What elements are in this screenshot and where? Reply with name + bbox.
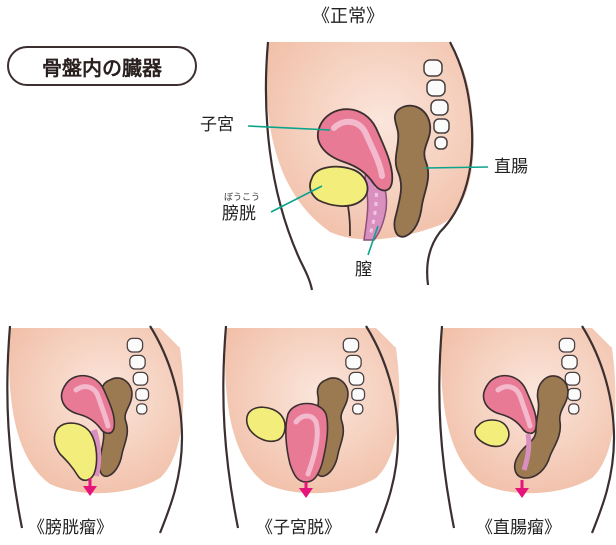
bladder-ruby: ぼうこう: [224, 194, 260, 203]
vagina-label: 膣: [355, 262, 372, 279]
uterine-prolapse-anatomy: [223, 326, 399, 533]
bladder-label: 膀胱: [222, 206, 256, 223]
uterus-label: 子宮: [200, 117, 234, 134]
cystocele-anatomy: [7, 326, 183, 533]
rectocele-anatomy: [439, 326, 615, 533]
rectum-label: 直腸: [494, 159, 528, 176]
uterine-prolapse-caption: 《子宮脱》: [256, 520, 341, 537]
normal-anatomy: [248, 42, 488, 290]
cystocele-caption: 《膀胱瘤》: [28, 520, 113, 537]
rectocele-caption: 《直腸瘤》: [476, 520, 561, 537]
